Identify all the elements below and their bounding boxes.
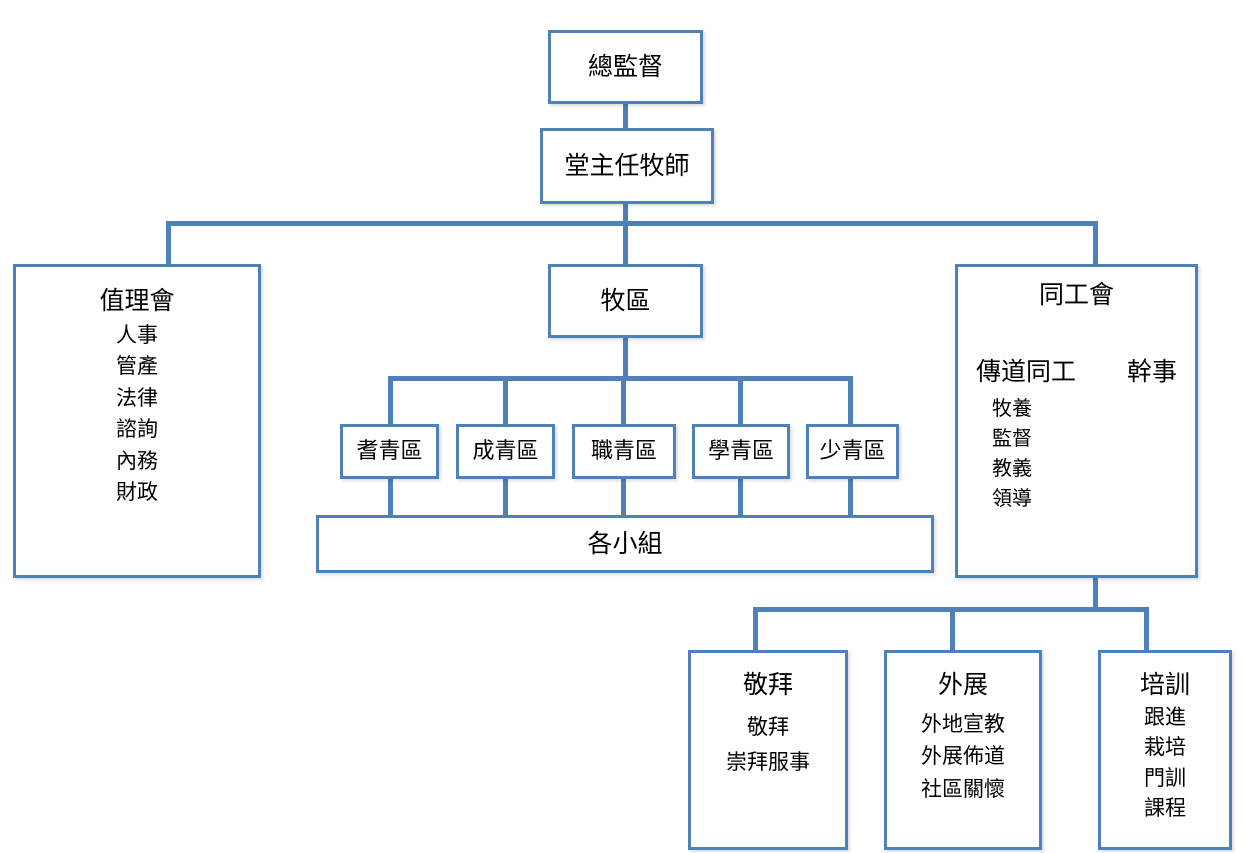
node-board-label: 值理會 xyxy=(99,286,175,315)
connector-level2-bus xyxy=(166,221,1098,226)
connector-zone-groups-3 xyxy=(738,477,743,517)
node-small-groups[interactable]: 各小組 xyxy=(316,515,934,573)
outreach-item-list: 外地宣教 外展佈道 社區關懷 xyxy=(921,708,1005,806)
node-coworker-label: 同工會 xyxy=(1038,280,1114,309)
connector-zone-drop-1 xyxy=(503,376,508,426)
node-outreach-label: 外展 xyxy=(937,670,988,699)
node-supervisor-label: 總監督 xyxy=(587,51,663,81)
node-worship-label: 敬拜 xyxy=(742,670,793,699)
node-small-groups-label: 各小組 xyxy=(587,528,663,558)
connector-zone-groups-4 xyxy=(848,477,853,517)
connector-ministry-drop-worship xyxy=(753,607,758,652)
node-supervisor[interactable]: 總監督 xyxy=(548,30,703,104)
node-worship-ministry[interactable]: 敬拜 敬拜 崇拜服事 xyxy=(688,650,848,850)
connector-coworker-drop xyxy=(1093,576,1098,611)
board-item-list: 人事 管產 法律 諮詢 內務 財政 xyxy=(116,320,158,509)
connector-zone-drop-3 xyxy=(738,376,743,426)
connector-pastor-drop xyxy=(623,202,628,226)
node-training-label: 培訓 xyxy=(1139,670,1190,699)
node-district[interactable]: 牧區 xyxy=(548,264,703,338)
worship-item: 崇拜服事 xyxy=(726,750,810,775)
connector-zone-groups-2 xyxy=(621,477,626,517)
coworker-split-row: 傳道同工 幹事 xyxy=(958,356,1195,387)
node-zone-label: 成青區 xyxy=(472,438,539,464)
preacher-item: 監督 xyxy=(992,425,1032,450)
board-item: 人事 xyxy=(116,322,158,347)
node-training-ministry[interactable]: 培訓 跟進 栽培 門訓 課程 xyxy=(1098,650,1232,850)
connector-ministry-drop-training xyxy=(1144,607,1149,652)
node-district-label: 牧區 xyxy=(600,285,651,315)
training-item: 栽培 xyxy=(1144,735,1186,760)
node-coworker-council[interactable]: 同工會 傳道同工 幹事 牧養 監督 教義 領導 xyxy=(955,264,1198,578)
connector-district-drop xyxy=(623,336,628,380)
preacher-item: 牧養 xyxy=(992,395,1032,420)
connector-bus-to-district xyxy=(623,221,628,266)
training-item: 門訓 xyxy=(1144,765,1186,790)
node-senior-pastor[interactable]: 堂主任牧師 xyxy=(540,128,714,204)
node-senior-pastor-label: 堂主任牧師 xyxy=(564,150,690,180)
node-zone-student-youth[interactable]: 學青區 xyxy=(692,424,790,479)
connector-ministry-drop-outreach xyxy=(950,607,955,652)
connector-zone-bus xyxy=(388,376,848,381)
connector-zone-drop-0 xyxy=(388,376,393,426)
board-item: 財政 xyxy=(116,480,158,505)
node-board-of-directors[interactable]: 值理會 人事 管產 法律 諮詢 內務 財政 xyxy=(13,264,261,578)
worship-item-list: 敬拜 崇拜服事 xyxy=(726,710,810,781)
training-item: 課程 xyxy=(1144,796,1186,821)
board-item: 法律 xyxy=(116,385,158,410)
board-item: 管產 xyxy=(116,354,158,379)
preacher-item: 領導 xyxy=(992,485,1032,510)
training-item: 跟進 xyxy=(1144,704,1186,729)
outreach-item: 社區關懷 xyxy=(921,776,1005,801)
node-secretary-label[interactable]: 幹事 xyxy=(1126,356,1177,386)
outreach-item: 外展佈道 xyxy=(921,744,1005,769)
worship-item: 敬拜 xyxy=(747,714,789,739)
node-zone-label: 職青區 xyxy=(590,438,657,464)
node-zone-label: 耆青區 xyxy=(356,438,423,464)
connector-bus-to-coworker xyxy=(1093,221,1098,266)
connector-zone-groups-1 xyxy=(503,477,508,517)
board-item: 諮詢 xyxy=(116,417,158,442)
node-zone-adult-youth[interactable]: 成青區 xyxy=(456,424,555,479)
node-zone-label: 少青區 xyxy=(819,438,886,464)
connector-zone-groups-0 xyxy=(388,477,393,517)
connector-supervisor-pastor xyxy=(623,102,628,130)
connector-bus-to-board xyxy=(166,221,171,266)
node-zone-junior-youth[interactable]: 少青區 xyxy=(806,424,899,479)
node-zone-label: 學青區 xyxy=(707,438,774,464)
preacher-item-list: 牧養 監督 教義 領導 xyxy=(958,393,1195,513)
connector-zone-drop-4 xyxy=(848,376,853,426)
node-zone-working-youth[interactable]: 職青區 xyxy=(572,424,676,479)
node-outreach-ministry[interactable]: 外展 外地宣教 外展佈道 社區關懷 xyxy=(884,650,1042,850)
outreach-item: 外地宣教 xyxy=(921,711,1005,736)
node-zone-senior-youth[interactable]: 耆青區 xyxy=(340,424,439,479)
node-preacher-coworker-label[interactable]: 傳道同工 xyxy=(976,356,1077,386)
training-item-list: 跟進 栽培 門訓 課程 xyxy=(1144,702,1186,824)
connector-zone-drop-2 xyxy=(621,376,626,426)
board-item: 內務 xyxy=(116,448,158,473)
preacher-item: 教義 xyxy=(992,455,1032,480)
